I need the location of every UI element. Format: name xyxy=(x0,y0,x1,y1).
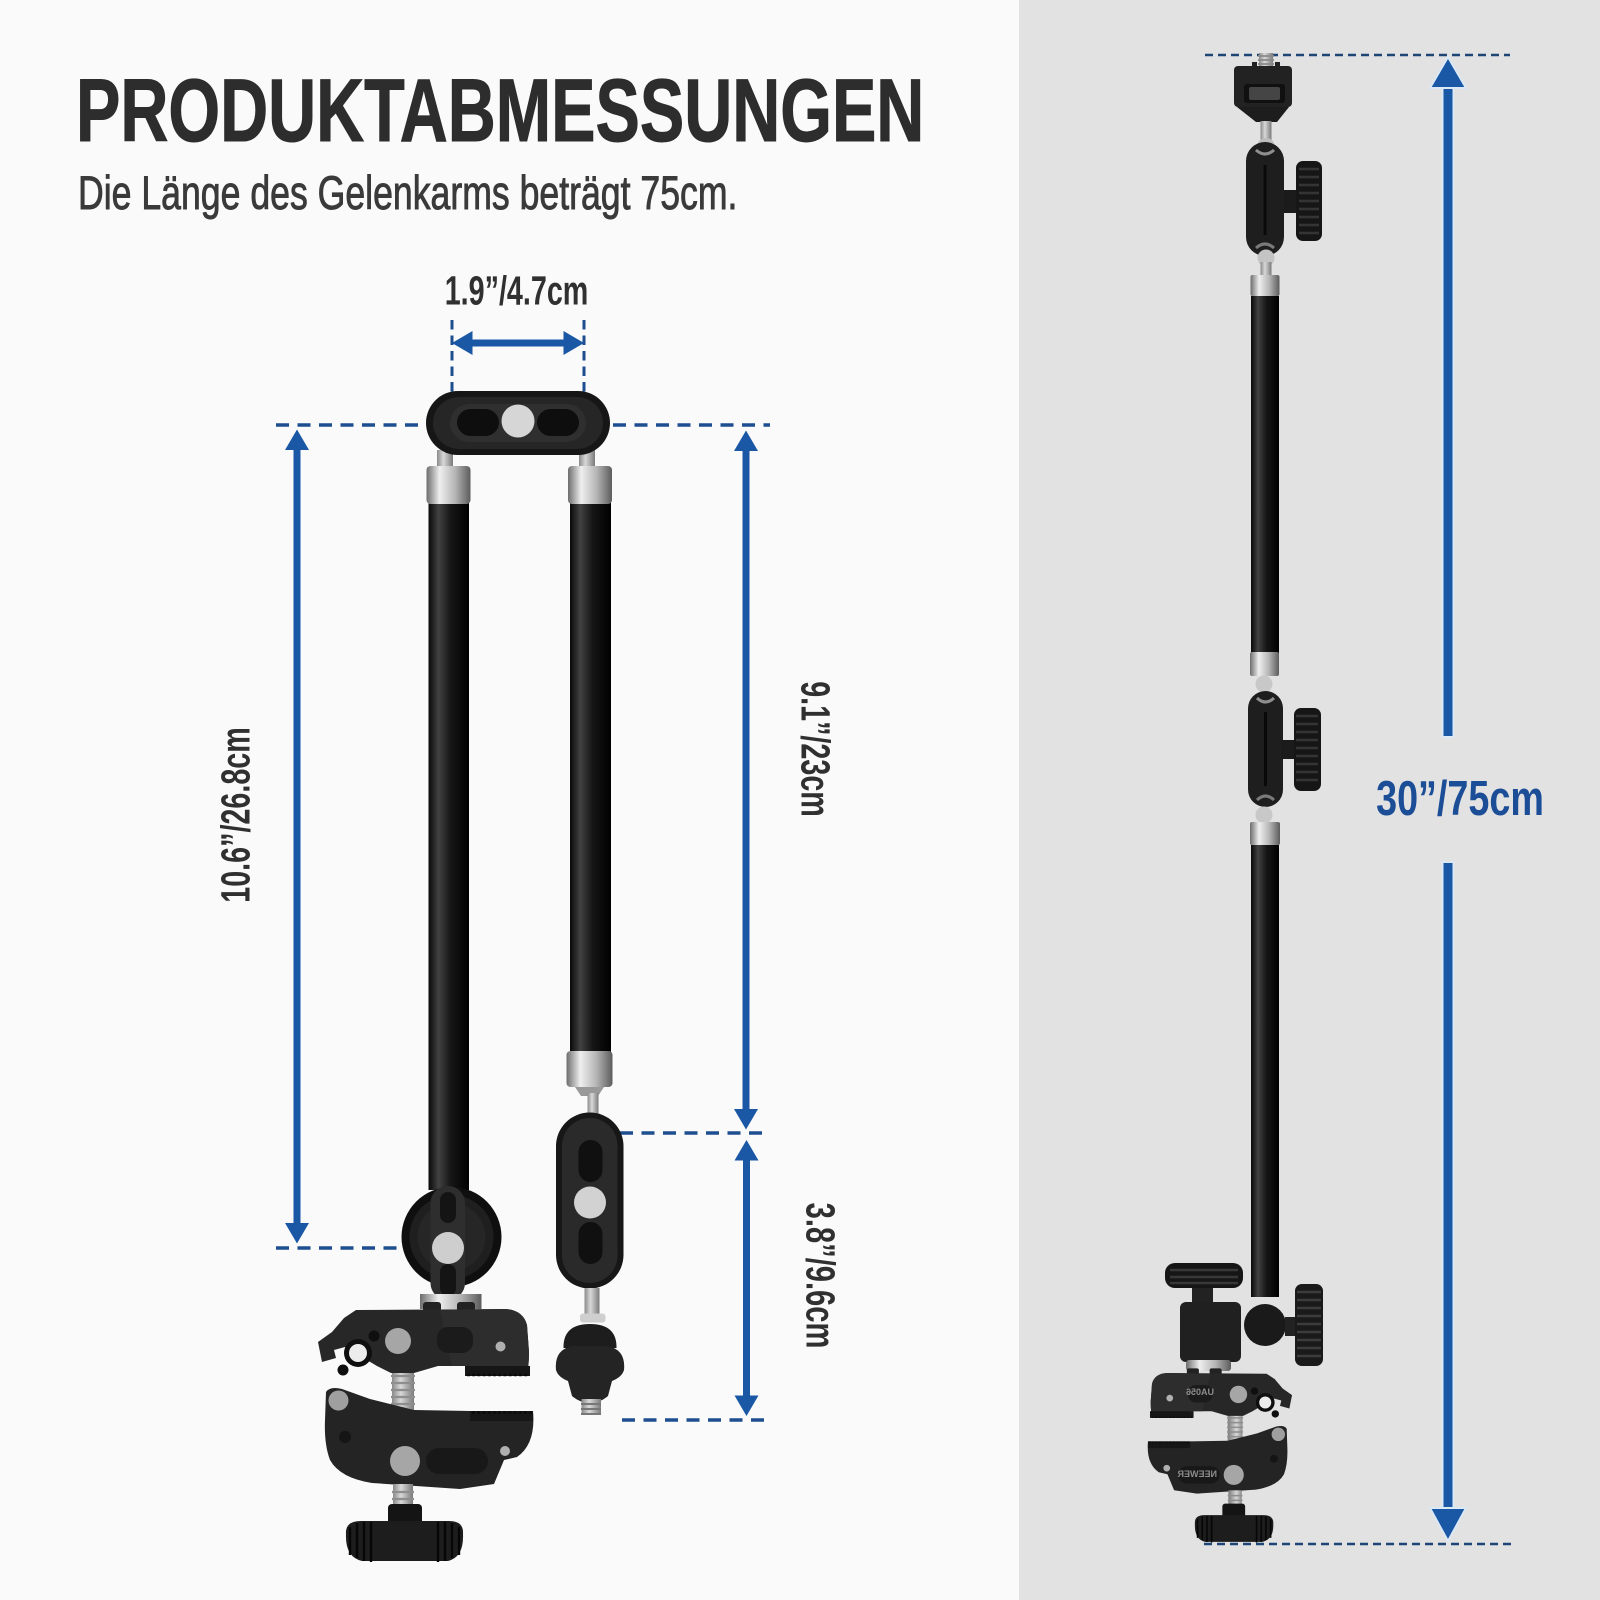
svg-text:UA056: UA056 xyxy=(1186,1387,1214,1397)
svg-text:NEEWER: NEEWER xyxy=(1177,1469,1217,1479)
